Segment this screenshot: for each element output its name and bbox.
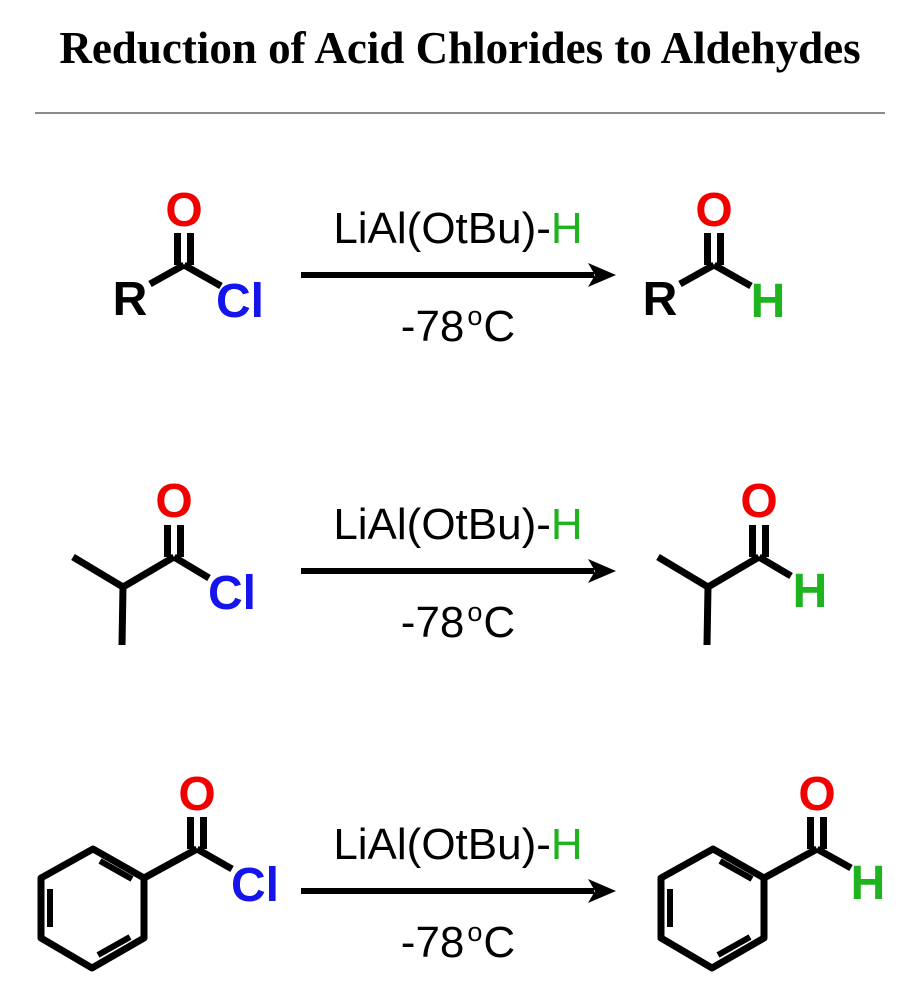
chlorine-atom-label: Cl (208, 567, 256, 620)
generic-acid-chloride-structure: R O Cl (113, 184, 264, 328)
isobutyryl-chloride-structure: O Cl (71, 475, 256, 646)
reagent-main: LiAl(OtBu)- (333, 204, 551, 253)
degree-symbol: o (467, 917, 483, 948)
reagent-hydride: H (550, 500, 583, 549)
chlorine-atom-label: Cl (216, 275, 264, 328)
benzene-ring (657, 845, 768, 972)
r-group-label: R (113, 273, 148, 326)
benzaldehyde-structure: O H (657, 768, 886, 972)
benzoyl-chloride-structure: O Cl (37, 768, 279, 972)
reagent-text: LiAl(OtBu)-H (300, 502, 616, 548)
hydrogen-atom-label: H (851, 857, 886, 910)
hydrogen-atom-label: H (793, 565, 828, 618)
temperature-unit: C (483, 918, 516, 967)
reaction-arrow (301, 879, 616, 903)
bond-lines (657, 817, 853, 972)
oxygen-atom-label: O (740, 475, 777, 528)
degree-symbol: o (467, 301, 483, 332)
temperature-value: -78 (400, 918, 465, 967)
temperature-value: -78 (400, 302, 465, 351)
bond-lines (37, 817, 234, 972)
oxygen-atom-label: O (165, 184, 202, 237)
benzene-ring (37, 845, 148, 972)
arrow-head-icon (588, 263, 616, 287)
reaction-arrow (301, 559, 616, 583)
generic-aldehyde-structure: R O H (643, 184, 786, 328)
hydrogen-atom-label: H (751, 275, 786, 328)
bond-lines (656, 525, 793, 646)
reagent-text: LiAl(OtBu)-H (300, 822, 616, 868)
arrow-head-icon (588, 559, 616, 583)
degree-symbol: o (467, 597, 483, 628)
bond-lines (148, 233, 223, 290)
reagent-main: LiAl(OtBu)- (333, 820, 551, 869)
reagent-main: LiAl(OtBu)- (333, 500, 551, 549)
temperature-value: -78 (400, 598, 465, 647)
title-divider (35, 112, 885, 114)
oxygen-atom-label: O (178, 768, 215, 821)
arrow-head-icon (588, 879, 616, 903)
chlorine-atom-label: Cl (231, 859, 279, 912)
bond-lines (71, 525, 211, 646)
figure-title: Reduction of Acid Chlorides to Aldehydes (59, 23, 861, 73)
oxygen-atom-label: O (798, 768, 835, 821)
bond-lines (678, 233, 753, 290)
reaction-arrow (301, 263, 616, 287)
reagent-hydride: H (550, 204, 583, 253)
reagent-hydride: H (550, 820, 583, 869)
oxygen-atom-label: O (695, 184, 732, 237)
reagent-text: LiAl(OtBu)-H (300, 206, 616, 252)
oxygen-atom-label: O (155, 475, 192, 528)
temperature-unit: C (483, 302, 516, 351)
r-group-label: R (643, 273, 678, 326)
temperature-unit: C (483, 598, 516, 647)
isobutyraldehyde-structure: H O (656, 475, 828, 646)
